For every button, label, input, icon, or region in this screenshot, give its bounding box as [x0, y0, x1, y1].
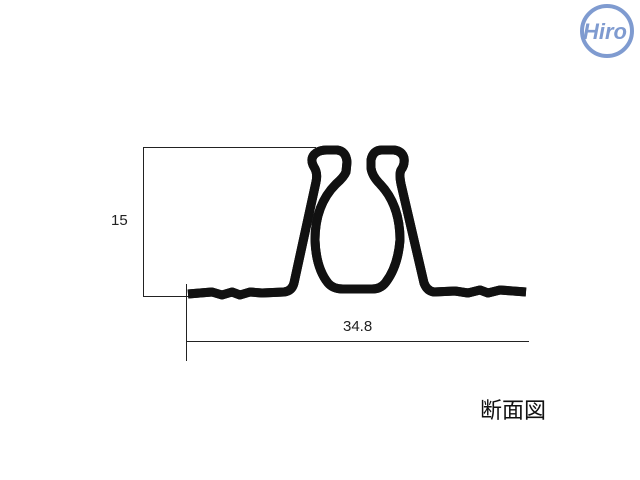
logo-ring: [580, 4, 634, 58]
dimension-lines: [143, 147, 529, 361]
height-dimension-label: 15: [111, 212, 128, 229]
logo-text: Hiro: [583, 19, 627, 44]
logo: Hiro: [580, 4, 634, 58]
profile-shape: [188, 145, 526, 300]
width-dimension-label: 34.8: [343, 318, 373, 335]
caption: 断面図: [480, 399, 547, 424]
